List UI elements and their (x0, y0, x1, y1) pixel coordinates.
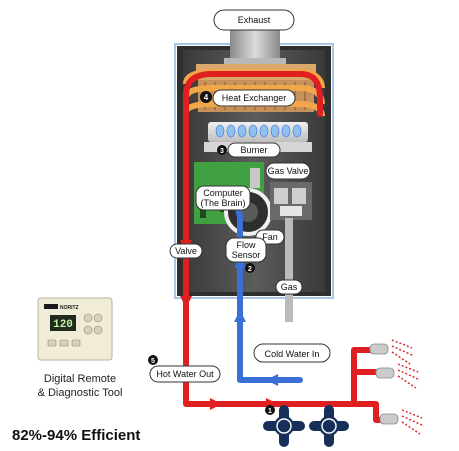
exhaust-flue (224, 26, 286, 66)
gas-label-text: Gas (281, 282, 298, 292)
hot-water-pipe (183, 71, 383, 423)
shower-head-icon (375, 363, 421, 389)
valve-label-text: Valve (175, 246, 197, 256)
gas-pipe (285, 218, 293, 322)
exhaust-label-text: Exhaust (238, 15, 271, 25)
shutoff-valve-fixture (263, 405, 305, 447)
heat-exchanger-label: Heat Exchanger (212, 89, 296, 107)
step-marker-three: 3 (217, 145, 227, 155)
exhaust-label: Exhaust (213, 9, 295, 31)
gas-valve-assembly (270, 182, 312, 220)
cold-water-in-label-text: Cold Water In (265, 349, 320, 359)
gas-label: Gas (275, 279, 303, 295)
step-marker-three-text: 3 (220, 148, 224, 155)
efficiency-text: 82%-94% Efficient (12, 427, 140, 444)
step-marker-four-text: 4 (204, 93, 209, 102)
burner-label: Burner (227, 142, 281, 158)
burner-label-text: Burner (240, 145, 267, 155)
cold-water-in-label: Cold Water In (253, 343, 331, 363)
hot-water-out-label: Hot Water Out (149, 365, 221, 383)
remote-caption-line1: Digital Remote (44, 373, 116, 385)
shower-head-icon (379, 409, 425, 435)
step-marker-five: 5 (148, 355, 158, 365)
computer-label: Computer (The Brain) (195, 185, 251, 211)
pressure-valve-fixture (309, 405, 349, 447)
step-marker-two-text: 2 (248, 266, 252, 273)
shower-head-icon (369, 339, 415, 365)
gas-valve-label: Gas Valve (265, 162, 311, 180)
computer-label-line1: Computer (203, 188, 243, 198)
remote-display-text: 120 (53, 319, 73, 331)
fan-label-text: Fan (262, 232, 278, 242)
flow-sensor-label-line2: Sensor (232, 250, 261, 260)
heat-exchanger-label-text: Heat Exchanger (222, 93, 287, 103)
hot-water-out-label-text: Hot Water Out (156, 369, 214, 379)
step-marker-four: 4 (200, 91, 212, 103)
gas-valve-label-text: Gas Valve (268, 166, 309, 176)
remote-brand-text: NORITZ (60, 305, 79, 311)
step-marker-two: 2 (245, 263, 255, 273)
flow-sensor-label: Flow Sensor (225, 237, 267, 263)
step-marker-five-text: 5 (151, 358, 155, 365)
remote-caption-line2: & Diagnostic Tool (38, 387, 123, 399)
valve-label: Valve (169, 243, 203, 259)
computer-label-line2: (The Brain) (200, 198, 245, 208)
flow-sensor-label-line1: Flow (236, 240, 256, 250)
step-marker-one: 1 (265, 405, 275, 415)
digital-remote: NORITZ 120 (37, 297, 113, 361)
step-marker-one-text: 1 (268, 408, 272, 415)
